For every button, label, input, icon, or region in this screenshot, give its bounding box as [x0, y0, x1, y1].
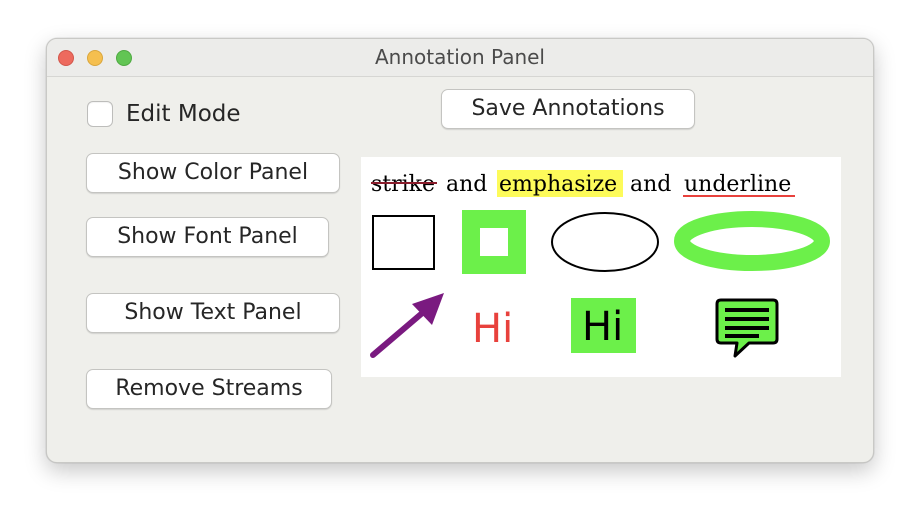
edit-mode-row[interactable]: Edit Mode: [87, 99, 241, 129]
title-bar: Annotation Panel: [47, 39, 873, 77]
and-text-2: and: [630, 172, 671, 197]
comment-annotation-icon[interactable]: [715, 298, 779, 358]
free-text-filled[interactable]: Hi: [582, 304, 623, 350]
free-text-filled-background: [571, 298, 636, 353]
arrow-annotation-icon[interactable]: [370, 293, 444, 358]
show-color-panel-button[interactable]: Show Color Panel: [86, 153, 340, 193]
emphasize-text: emphasize: [499, 172, 617, 197]
edit-mode-label: Edit Mode: [126, 101, 241, 127]
remove-streams-button[interactable]: Remove Streams: [86, 369, 332, 409]
minimize-window-button[interactable]: [87, 50, 103, 66]
highlight-annotation[interactable]: [497, 170, 623, 197]
strike-text: strike: [371, 172, 435, 197]
close-window-button[interactable]: [58, 50, 74, 66]
ellipse-annotation-icon[interactable]: [551, 212, 659, 272]
show-text-panel-button[interactable]: Show Text Panel: [86, 293, 340, 333]
annotation-panel-window: Annotation Panel Edit Mode Save Annotati…: [46, 38, 874, 463]
free-text-plain[interactable]: Hi: [472, 306, 513, 352]
and-text-1: and: [446, 172, 487, 197]
thick-ellipse-annotation-icon[interactable]: [674, 211, 830, 271]
square-annotation-icon[interactable]: [372, 215, 435, 270]
underline-text: underline: [684, 172, 791, 197]
window-title: Annotation Panel: [375, 45, 545, 69]
zoom-window-button[interactable]: [116, 50, 132, 66]
pdf-document-view[interactable]: strike and emphasize and underline: [361, 157, 841, 377]
filled-square-annotation-icon[interactable]: [462, 210, 526, 274]
edit-mode-checkbox[interactable]: [87, 101, 113, 127]
save-annotations-button[interactable]: Save Annotations: [441, 89, 695, 129]
show-font-panel-button[interactable]: Show Font Panel: [86, 217, 329, 257]
